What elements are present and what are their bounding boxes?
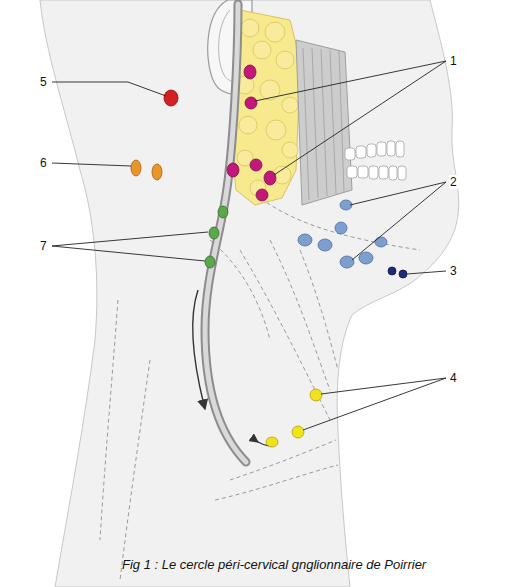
teeth: [345, 141, 406, 180]
callout-number: 2: [449, 175, 458, 189]
callout-number: 6: [39, 156, 48, 170]
callout-number: 7: [39, 239, 48, 253]
lymph-nodes: [131, 65, 407, 447]
callout-number: 5: [39, 75, 48, 89]
head-silhouette: [40, 0, 459, 587]
callout-number: 1: [449, 54, 458, 68]
masseter-muscle: [296, 40, 352, 205]
neck-contours: [100, 190, 420, 580]
jugular-vein: [205, 4, 246, 462]
callout-number: 4: [449, 371, 458, 385]
figure-caption: Fig 1 : Le cercle péri-cervical gnglionn…: [122, 557, 426, 573]
leader-lines: [52, 61, 446, 430]
flow-arrow: [193, 290, 204, 405]
callout-number: 3: [449, 264, 458, 278]
parotid-gland: [232, 10, 300, 205]
